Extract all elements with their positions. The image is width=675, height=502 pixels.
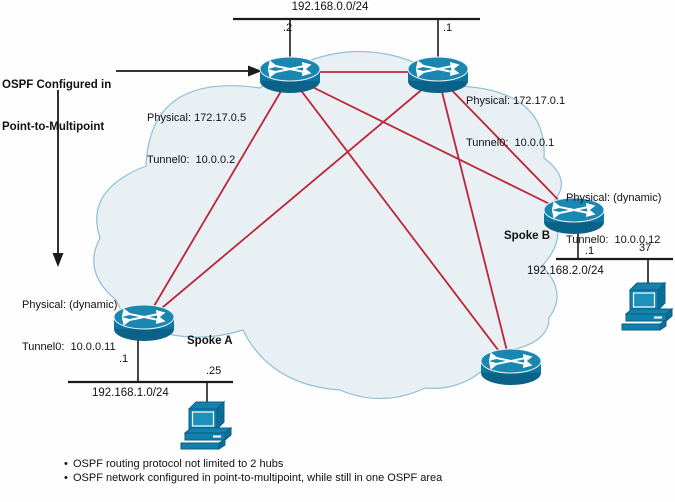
footnote-1-text: OSPF routing protocol not limited to 2 h… [73, 458, 284, 470]
ospf-annotation-line2: Point-to-Multipoint [2, 121, 105, 133]
router-spoke-bottom [481, 349, 541, 385]
link-hubright-spokeb [437, 75, 575, 217]
spoke-b-name: Spoke B [504, 230, 551, 242]
router-hub-left [260, 57, 320, 93]
spoke-b-tunnel: Tunnel0: 10.0.0.12 [566, 234, 661, 246]
link-hubleft-spokebottom [289, 75, 512, 368]
link-hubleft-spokeb [289, 75, 575, 217]
spoke-a-name: Spoke A [187, 335, 233, 347]
router-spoke-a [114, 305, 174, 341]
link-hubleft-spokea [143, 75, 291, 324]
footnotes: • OSPF routing protocol not limited to 2… [64, 458, 442, 485]
ospf-annotation-line1: OSPF Configured in [2, 79, 112, 91]
footnote-1-bullet: • [64, 458, 68, 470]
hub-right-addresses: Physical: 172.17.0.1 Tunnel0: 10.0.0.1 [466, 66, 565, 178]
spoke-a-tunnel: Tunnel0: 10.0.0.11 [22, 341, 116, 353]
hub-left-addresses: Physical: 172.17.0.5 Tunnel0: 10.0.0.2 [147, 83, 246, 195]
footnote-2: • OSPF network configured in point-to-mu… [64, 472, 442, 486]
hub-right-if-label: .1 [443, 22, 453, 34]
footnote-2-text: OSPF network configured in point-to-mult… [73, 471, 443, 484]
spoke-b-physical: Physical: (dynamic) [566, 192, 662, 204]
hub-left-physical: Physical: 172.17.0.5 [147, 112, 247, 124]
link-hubright-spokea [143, 75, 439, 324]
spoke-b-subnet-label: 192.168.2.0/24 [527, 265, 604, 277]
tunnel-links [143, 71, 575, 368]
ospf-annotation: OSPF Configured in Point-to-Multipoint [2, 50, 111, 162]
link-hubright-spokebottom [437, 75, 512, 368]
ethernet-lines [68, 17, 673, 403]
hub-left-tunnel: Tunnel0: 10.0.0.2 [147, 154, 236, 166]
spoke-a-host-if-label: .25 [206, 365, 222, 377]
annotation-arrow-right-head [248, 65, 262, 77]
annotation-arrow-down-head [52, 253, 64, 267]
hub-right-physical: Physical: 172.17.0.1 [466, 95, 566, 107]
spoke-a-physical: Physical: (dynamic) [22, 299, 118, 311]
hub-right-tunnel: Tunnel0: 10.0.0.1 [466, 137, 555, 149]
footnote-2-bullet: • [64, 471, 68, 484]
workstation-spoke-b [621, 282, 673, 331]
router-hub-right [408, 57, 468, 93]
top-subnet-label: 192.168.0.0/24 [291, 1, 369, 13]
spoke-a-if-label: .1 [119, 353, 129, 365]
spoke-a-addresses: Physical: (dynamic) Tunnel0: 10.0.0.11 [22, 270, 117, 382]
annotation-arrows [52, 65, 262, 267]
spoke-b-if-label: .1 [585, 245, 595, 257]
hub-left-if-label: .2 [283, 22, 293, 34]
workstation-spoke-a [180, 401, 232, 450]
spoke-a-subnet-label: 192.168.1.0/24 [92, 387, 169, 399]
footnote-1: • OSPF routing protocol not limited to 2… [64, 458, 442, 472]
spoke-b-host-if-label: 37 [639, 242, 652, 254]
spoke-b-addresses: Physical: (dynamic) Tunnel0: 10.0.0.12 [566, 163, 661, 275]
